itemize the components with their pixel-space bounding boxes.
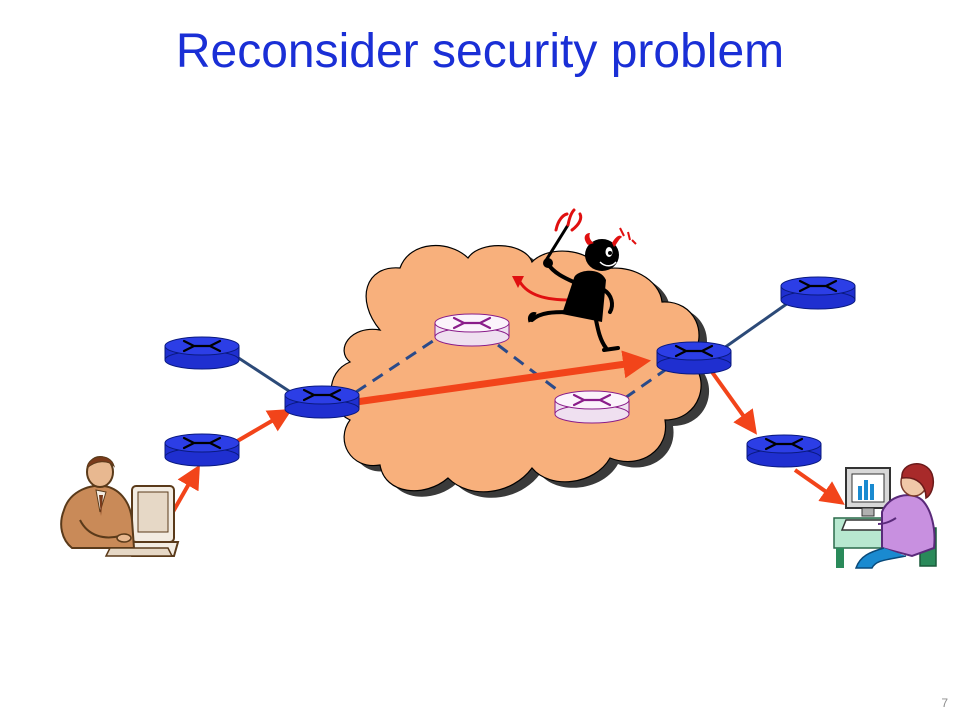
edge-router-top-right — [780, 276, 856, 310]
internal-router-top — [434, 313, 510, 347]
attacker-devil-icon — [512, 208, 637, 352]
network-links — [233, 301, 789, 400]
link-egress-to-top-right — [723, 301, 789, 350]
edge-router-bottom-left — [164, 433, 240, 467]
internal-router-bottom — [554, 390, 630, 424]
page-number: 7 — [941, 696, 948, 710]
edge-router-top-left — [164, 336, 240, 370]
link-top-left-to-ingress — [233, 353, 293, 395]
arrow-egress-to-router — [710, 370, 757, 435]
attack-path — [168, 350, 845, 518]
edge-router-bottom-right — [746, 434, 822, 468]
arrow-ingress-to-egress — [355, 350, 652, 406]
dashed-link-internal-bottom-to-egress — [624, 366, 669, 400]
ingress-router — [284, 385, 360, 419]
arrow-router-to-receiver — [793, 468, 845, 505]
slide-title: Reconsider security problem — [175, 25, 785, 78]
dashed-link-ingress-to-internal-top — [355, 333, 443, 394]
dashed-link-internal-top-to-internal-bottom — [497, 343, 561, 394]
receiver-person-icon — [833, 463, 937, 569]
sender-person-icon — [60, 456, 180, 557]
network-cloud — [330, 245, 710, 498]
egress-router — [656, 341, 732, 375]
arrow-router-to-ingress — [232, 408, 293, 445]
